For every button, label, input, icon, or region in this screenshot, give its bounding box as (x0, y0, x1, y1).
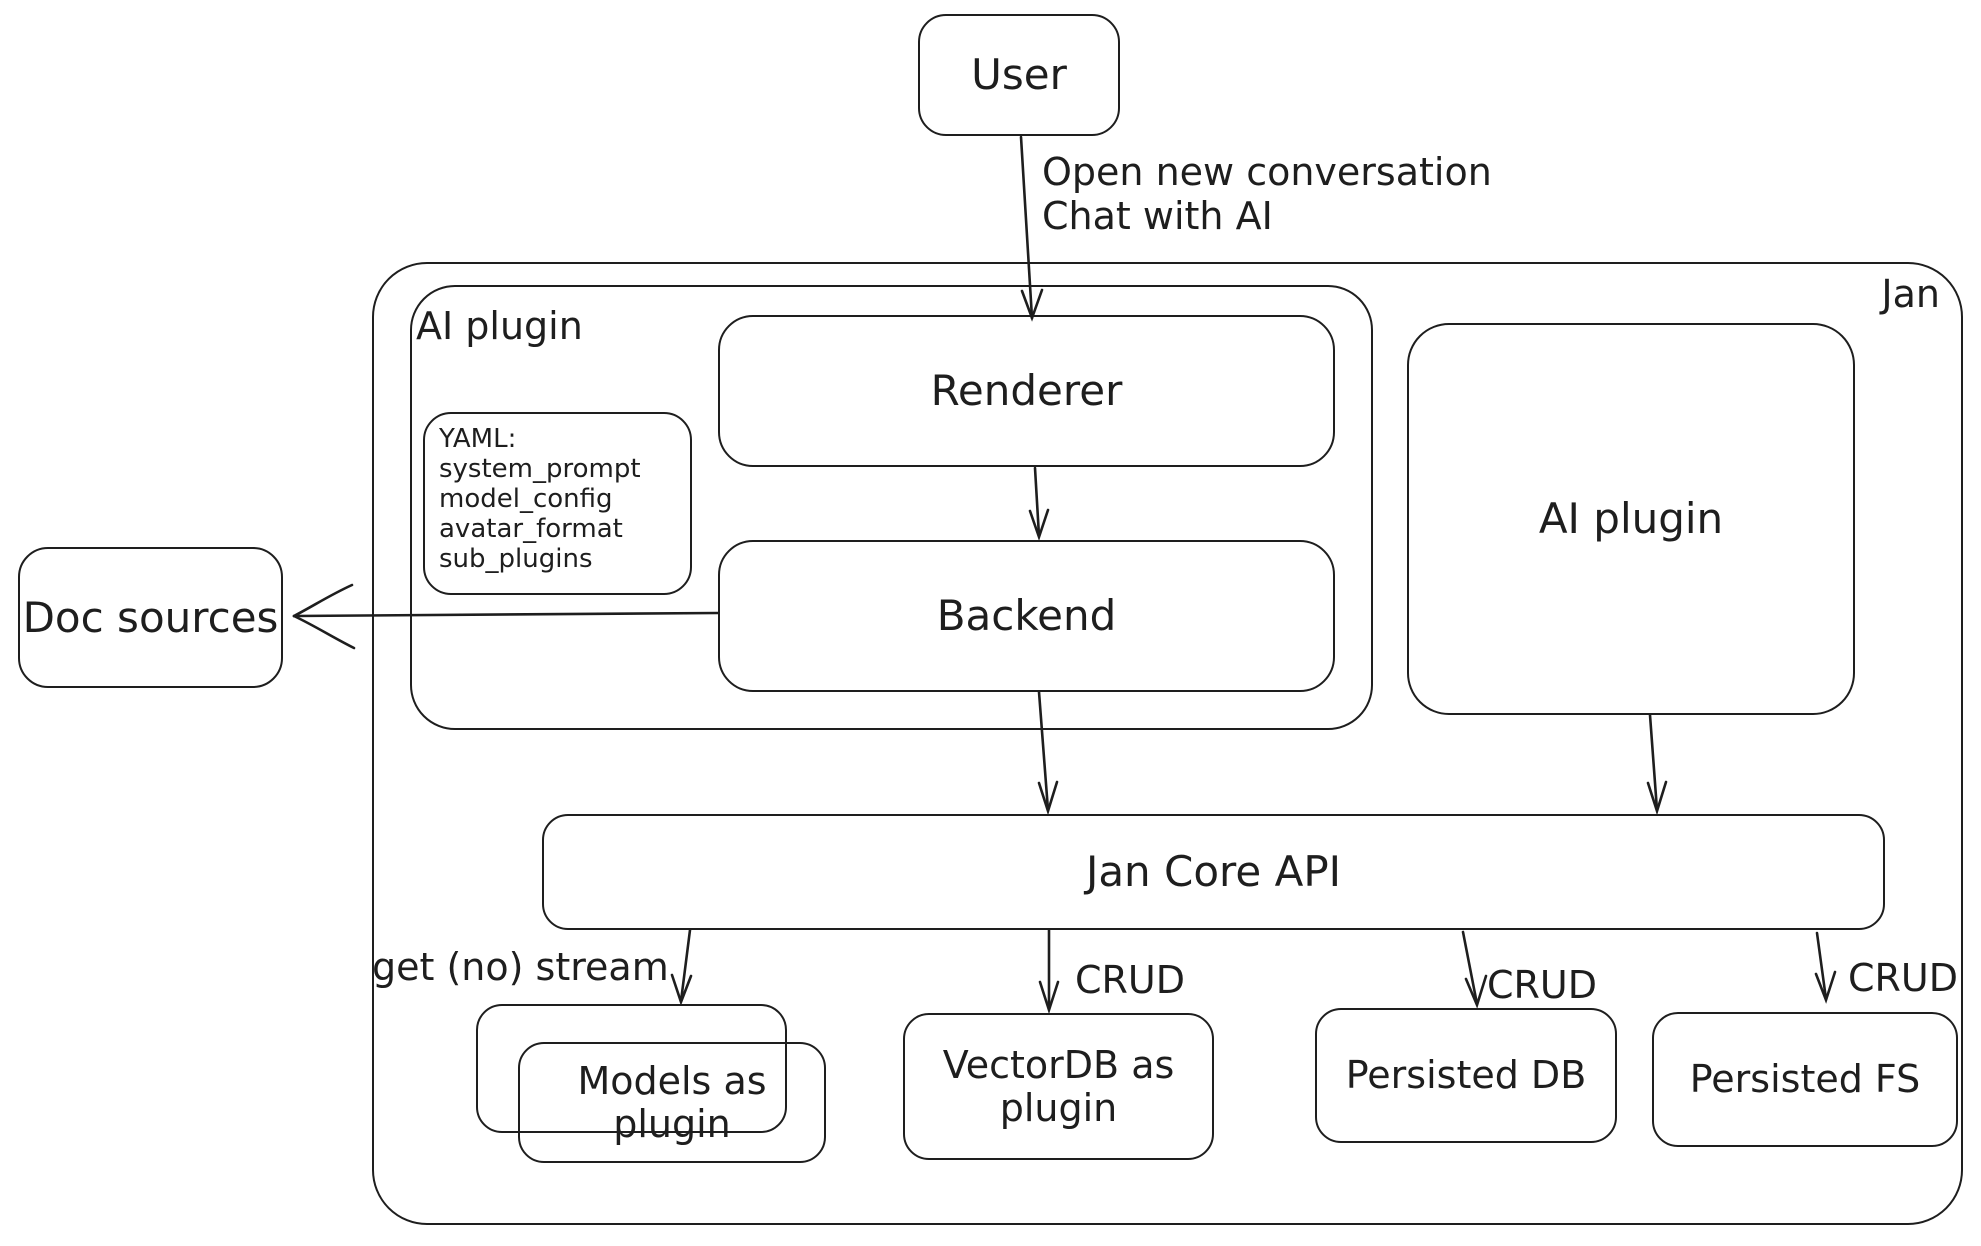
jan-container-label: Jan (1881, 272, 1940, 316)
doc-sources-node: Doc sources (18, 547, 283, 688)
get-no-stream-edge-label: get (no) stream (372, 945, 669, 989)
yaml-note-line: sub_plugins (439, 544, 593, 574)
jan-core-api-node: Jan Core API (542, 814, 1885, 930)
crud-persisted-fs-edge-label: CRUD (1848, 956, 1959, 1000)
ai-plugin-node: AI plugin (1407, 323, 1855, 715)
jan-container (372, 262, 1963, 1225)
yaml-note-title: YAML: (439, 424, 517, 454)
persisted-fs-node: Persisted FS (1652, 1012, 1958, 1147)
models-as-plugin-node: Models as plugin (518, 1042, 826, 1163)
user-action-edge-label: Open new conversation Chat with AI (1042, 150, 1492, 238)
yaml-note-line: model_config (439, 484, 613, 514)
backend-node: Backend (718, 540, 1335, 692)
user-node: User (918, 14, 1120, 136)
renderer-node: Renderer (718, 315, 1335, 467)
crud-vectordb-edge-label: CRUD (1075, 958, 1186, 1002)
models-as-plugin-back-rect (476, 1004, 787, 1133)
crud-persisted-db-edge-label: CRUD (1487, 963, 1598, 1007)
persisted-db-node: Persisted DB (1315, 1008, 1617, 1143)
yaml-note-line: avatar_format (439, 514, 623, 544)
yaml-note-line: system_prompt (439, 454, 641, 484)
vectordb-as-plugin-node: VectorDB as plugin (903, 1013, 1214, 1160)
ai-plugin-container-label: AI plugin (416, 304, 583, 348)
yaml-note: YAML: system_prompt model_config avatar_… (423, 412, 692, 595)
ai-plugin-container (410, 285, 1373, 730)
